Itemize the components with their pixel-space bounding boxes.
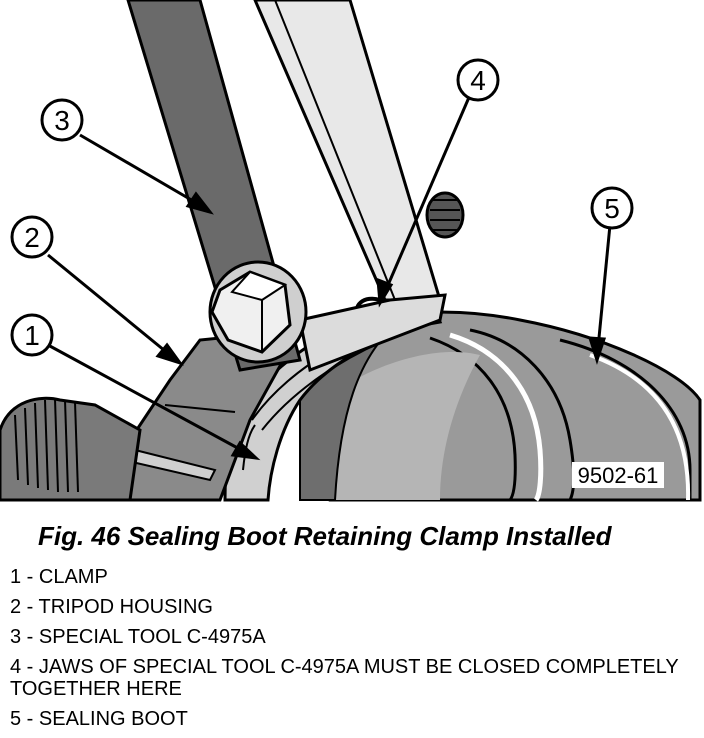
technical-illustration: 3 2 1 4 5 9502-61 — [0, 0, 702, 502]
legend-item-tripod-housing: 2 - TRIPOD HOUSING — [10, 596, 213, 618]
legend-item-special-tool: 3 - SPECIAL TOOL C-4975A — [10, 626, 266, 648]
legend-list: 1 - CLAMP 2 - TRIPOD HOUSING 3 - SPECIAL… — [10, 566, 700, 738]
callout-5: 5 — [590, 186, 634, 230]
svg-text:4: 4 — [470, 65, 486, 96]
callout-1: 1 — [10, 313, 54, 357]
callout-4: 4 — [456, 58, 500, 102]
figure-caption: Fig. 46 Sealing Boot Retaining Clamp Ins… — [38, 521, 612, 551]
svg-text:3: 3 — [54, 105, 70, 136]
svg-text:5: 5 — [604, 193, 620, 224]
special-tool — [126, 0, 465, 373]
figure-code-tag: 9502-61 — [572, 462, 664, 488]
callout-3: 3 — [40, 98, 84, 142]
tripod-housing — [0, 328, 303, 502]
callout-2: 2 — [10, 215, 54, 259]
svg-text:9502-61: 9502-61 — [578, 463, 659, 488]
threaded-stud — [425, 191, 465, 239]
leader-lines — [47, 94, 612, 461]
hex-bolt — [208, 260, 308, 364]
legend-item-jaws-note: 4 - JAWS OF SPECIAL TOOL C-4975A MUST BE… — [10, 656, 679, 700]
legend-item-sealing-boot: 5 - SEALING BOOT — [10, 708, 188, 730]
legend-item-clamp: 1 - CLAMP — [10, 566, 108, 588]
svg-text:1: 1 — [24, 320, 40, 351]
svg-text:2: 2 — [24, 222, 40, 253]
